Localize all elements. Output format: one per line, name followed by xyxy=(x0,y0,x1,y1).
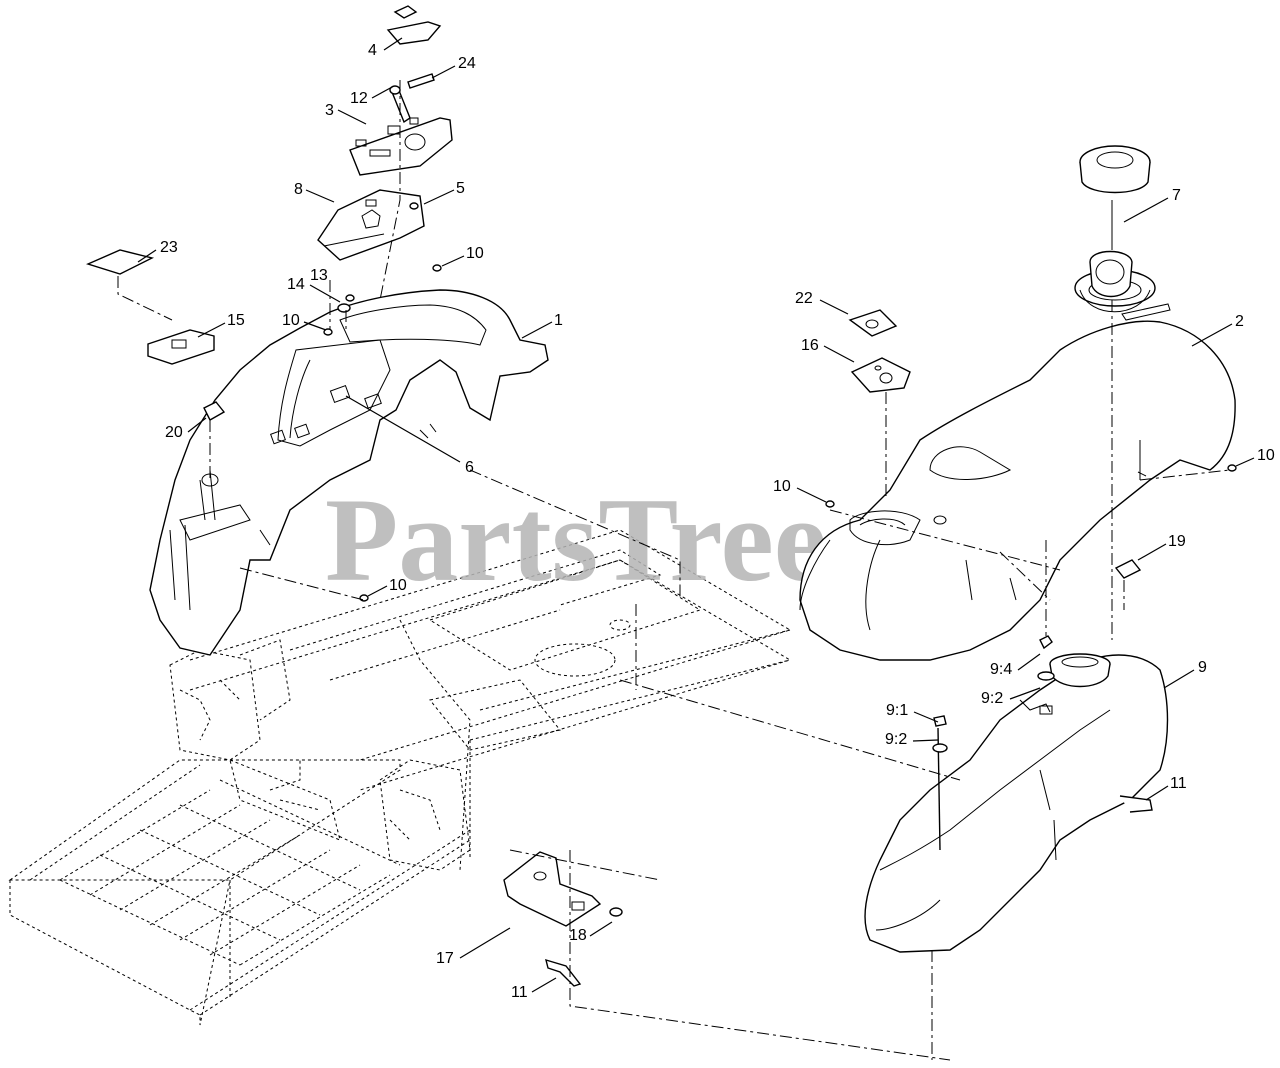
leader-c3 xyxy=(337,109,367,125)
decal-part-22 xyxy=(848,309,898,337)
fuel-tank-part-9 xyxy=(864,653,1169,953)
cap-part-20 xyxy=(203,401,226,421)
callout-c6: 6 xyxy=(465,459,474,476)
leader-c12 xyxy=(371,85,395,99)
callout-c9_4: 9:4 xyxy=(990,661,1012,678)
plate-part-8 xyxy=(317,189,425,261)
callout-c14: 14 xyxy=(287,276,305,293)
callout-c18: 18 xyxy=(569,927,587,944)
fuel-fittings-part-9-sub xyxy=(932,635,1055,851)
callout-c22: 22 xyxy=(795,290,813,307)
leader-c10e xyxy=(796,487,827,503)
callout-c12: 12 xyxy=(350,90,368,107)
bolt-part-18 xyxy=(609,907,623,917)
knob-part-4 xyxy=(386,5,442,45)
gasket-part-16 xyxy=(850,357,911,393)
callout-c9_2a: 9:2 xyxy=(981,690,1003,707)
callout-c10b: 10 xyxy=(282,312,300,329)
callout-c24: 24 xyxy=(458,55,476,72)
callout-c10a: 10 xyxy=(466,245,484,262)
leader-c19 xyxy=(1137,543,1167,561)
callout-c9_1: 9:1 xyxy=(886,702,908,719)
switch-part-15 xyxy=(147,329,215,365)
footpan-holes xyxy=(59,779,401,966)
callout-c17: 17 xyxy=(436,950,454,967)
leader-c7 xyxy=(1123,197,1169,223)
leader-c16 xyxy=(823,345,855,363)
console-plate-part-3 xyxy=(349,117,453,176)
leader-c2 xyxy=(1191,323,1233,347)
leader-c11a xyxy=(1145,785,1169,801)
leader-c9_2b xyxy=(912,739,939,742)
leader-c10d xyxy=(1235,457,1255,467)
leader-c24 xyxy=(431,65,456,79)
callout-c23: 23 xyxy=(160,239,178,256)
leader-c23 xyxy=(137,249,157,263)
callout-c8: 8 xyxy=(294,181,303,198)
callout-c19: 19 xyxy=(1168,533,1186,550)
watermark: PartsTree TM xyxy=(325,473,948,606)
leader-c14 xyxy=(309,284,341,303)
screw-part-5 xyxy=(409,202,419,210)
leader-c1 xyxy=(521,321,553,339)
callout-c5: 5 xyxy=(456,180,465,197)
leader-c17 xyxy=(459,927,511,959)
callout-c7: 7 xyxy=(1172,187,1181,204)
screws-part-10-right xyxy=(825,464,1237,508)
fuel-cap-part-7 xyxy=(1079,145,1151,298)
callout-c4: 4 xyxy=(368,42,377,59)
leader-c4 xyxy=(383,37,403,51)
watermark-text: PartsTree xyxy=(325,473,827,606)
callout-c13: 13 xyxy=(310,267,328,284)
leader-c6 xyxy=(345,395,461,463)
decal-part-23 xyxy=(86,249,155,275)
leader-c18 xyxy=(589,921,613,937)
leader-c9_1 xyxy=(913,711,939,723)
callout-c11a: 11 xyxy=(1170,775,1187,792)
leader-c10c xyxy=(367,585,388,597)
callout-c3: 3 xyxy=(325,102,334,119)
callout-c10c: 10 xyxy=(389,577,407,594)
leader-c5 xyxy=(423,189,455,205)
callout-c9: 9 xyxy=(1198,659,1207,676)
leader-c10a xyxy=(441,255,465,267)
leader-c8 xyxy=(305,189,335,203)
callout-c15: 15 xyxy=(227,312,245,329)
callout-c20: 20 xyxy=(165,424,183,441)
callout-c10d: 10 xyxy=(1257,447,1275,464)
leader-c9 xyxy=(1163,669,1195,689)
leader-c15 xyxy=(197,322,226,338)
leader-c22 xyxy=(819,299,849,315)
clip-part-11-lower xyxy=(545,958,582,987)
leader-c11b xyxy=(531,977,557,993)
leader-c9_4 xyxy=(1017,653,1041,671)
clip-part-11-tank xyxy=(1119,795,1153,813)
leader-c10b xyxy=(303,321,327,331)
callout-c11b: 11 xyxy=(511,984,528,1001)
grip-part-24 xyxy=(407,73,435,89)
chassis-frame xyxy=(8,529,792,1026)
cap-part-19 xyxy=(1114,559,1142,579)
callout-c1: 1 xyxy=(554,312,563,329)
callout-c16: 16 xyxy=(801,337,819,354)
callout-c2: 2 xyxy=(1235,313,1244,330)
leader-c9_2a xyxy=(1009,687,1041,700)
bracket-part-17 xyxy=(503,851,602,927)
callout-c9_2b: 9:2 xyxy=(885,731,907,748)
nut-part-13-14 xyxy=(337,294,355,313)
callout-c10e: 10 xyxy=(773,478,791,495)
leader-c20 xyxy=(187,417,207,433)
assembly-lines xyxy=(117,80,1231,1061)
